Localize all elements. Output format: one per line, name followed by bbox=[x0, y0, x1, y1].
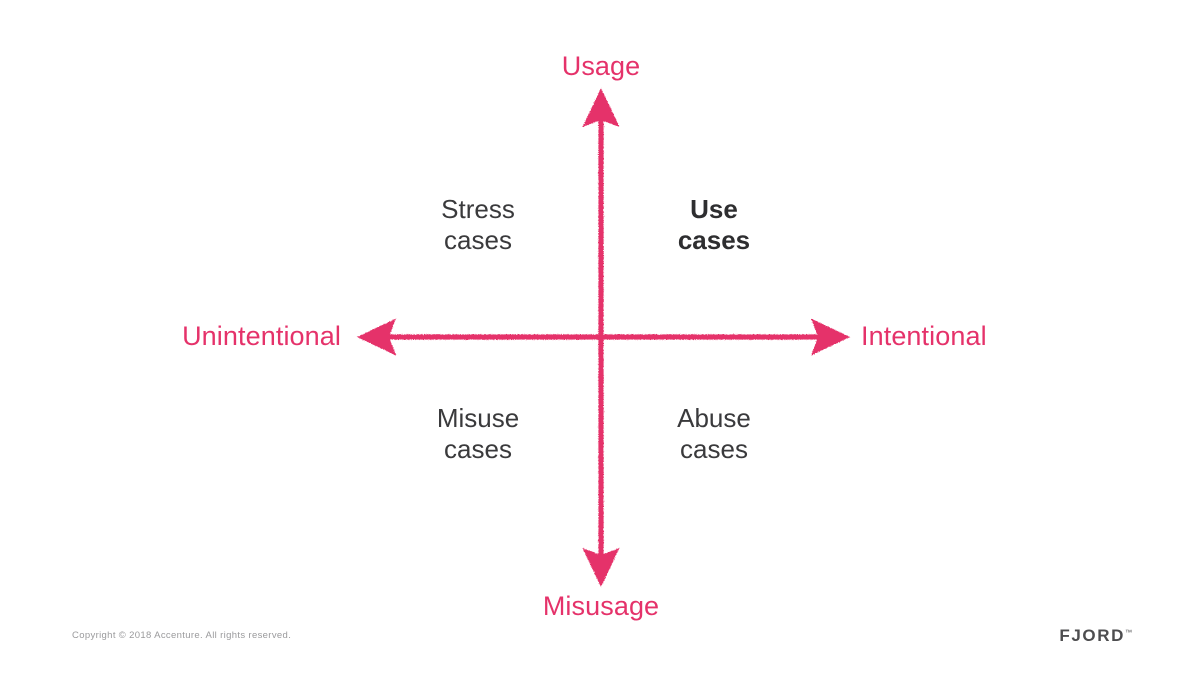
arrowhead-up bbox=[582, 88, 620, 127]
arrowhead-left bbox=[357, 318, 396, 356]
trademark-symbol: ™ bbox=[1125, 629, 1132, 637]
quadrant-label-line2: cases bbox=[444, 224, 512, 255]
quadrant-label-misuse-cases: Misuse cases bbox=[437, 403, 519, 464]
axis-label-unintentional: Unintentional bbox=[182, 321, 341, 351]
quadrant-label-line1: Abuse bbox=[677, 403, 751, 433]
quadrant-label-line2: cases bbox=[677, 224, 751, 255]
quadrant-label-stress-cases: Stress cases bbox=[441, 194, 515, 255]
arrowhead-right bbox=[811, 318, 850, 356]
arrowhead-down bbox=[582, 548, 620, 587]
quadrant-label-abuse-cases: Abuse cases bbox=[677, 403, 751, 464]
axis-label-usage: Usage bbox=[561, 51, 641, 81]
quadrant-label-use-cases: Use cases bbox=[678, 194, 750, 255]
quadrant-label-line1: Misuse bbox=[436, 403, 520, 433]
fjord-logo-text: FJORD bbox=[1059, 626, 1125, 645]
quadrant-label-line2: cases bbox=[444, 433, 512, 464]
quadrant-label-line1: Stress bbox=[441, 194, 515, 224]
quadrant-label-line1: Use bbox=[690, 194, 738, 224]
fjord-logo: FJORD™ bbox=[1059, 626, 1132, 646]
axis-label-intentional: Intentional bbox=[861, 321, 987, 351]
axis-label-misusage: Misusage bbox=[542, 591, 660, 621]
footer-copyright: Copyright © 2018 Accenture. All rights r… bbox=[72, 630, 292, 641]
quadrant-label-line2: cases bbox=[680, 433, 748, 464]
